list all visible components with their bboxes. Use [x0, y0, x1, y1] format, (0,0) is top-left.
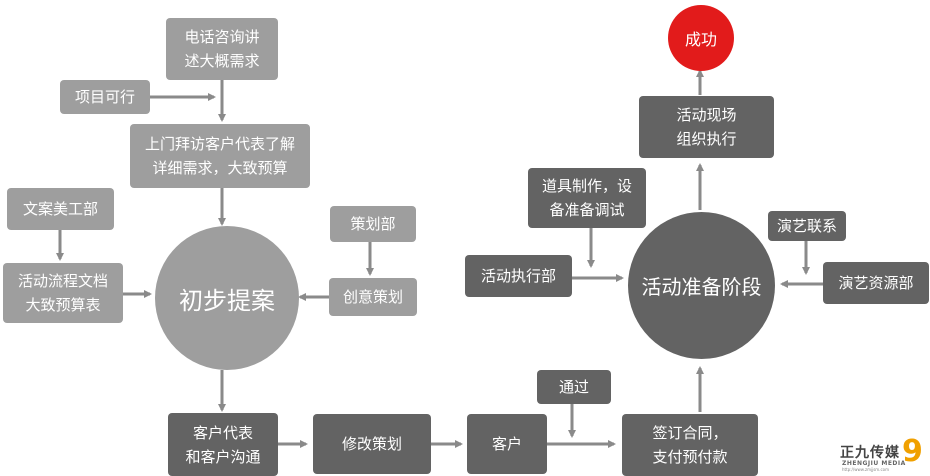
node-phone-inquiry: 电话咨询讲 述大概需求	[166, 18, 278, 80]
brand-logo: 正九传媒 ZHENGJIU MEDIA http://www.zmjjsm.co…	[840, 434, 926, 474]
node-prep-stage: 活动准备阶段	[628, 212, 775, 359]
logo-url: http://www.zmjjsm.com	[842, 467, 889, 472]
node-talent-dept: 演艺资源部	[823, 262, 929, 304]
node-project-feasible: 项目可行	[60, 80, 150, 114]
node-talent-contact: 演艺联系	[768, 211, 846, 241]
node-success: 成功	[668, 5, 734, 71]
logo-nine: 9	[902, 434, 923, 469]
node-props: 道具制作，设 备准备调试	[528, 168, 646, 228]
node-exec-dept: 活动执行部	[465, 255, 572, 297]
node-visit-client: 上门拜访客户代表了解 详细需求，大致预算	[130, 124, 310, 188]
node-art-dept: 文案美工部	[7, 188, 114, 230]
node-sign-contract: 签订合同， 支付预付款	[622, 414, 758, 476]
node-initial-proposal: 初步提案	[155, 226, 299, 370]
node-flow-doc: 活动流程文档 大致预算表	[3, 263, 123, 323]
node-revise-planning: 修改策划	[313, 414, 431, 474]
logo-sub: ZHENGJIU MEDIA	[842, 460, 906, 467]
node-approved: 通过	[537, 370, 611, 404]
logo-name: 正九传媒	[840, 445, 900, 461]
node-client: 客户	[467, 414, 547, 474]
node-creative-planning: 创意策划	[329, 278, 417, 316]
node-planning-dept: 策划部	[330, 206, 416, 242]
node-rep-communication: 客户代表 和客户沟通	[168, 413, 278, 476]
node-onsite-exec: 活动现场 组织执行	[639, 96, 774, 158]
